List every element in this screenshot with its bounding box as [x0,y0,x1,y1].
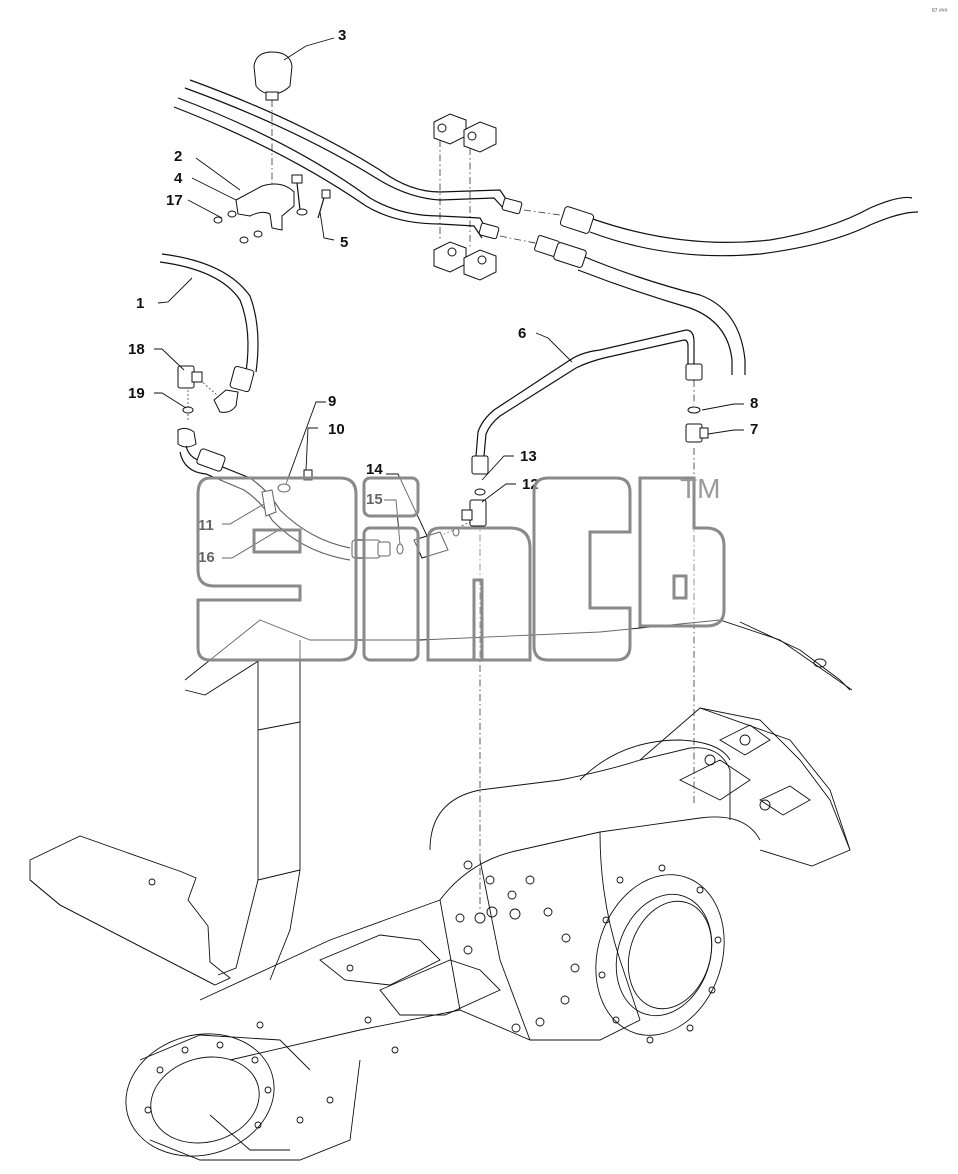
center-fittings [351,455,489,559]
watermark-logo: TM [196,473,726,662]
hose-end-fitting-a [559,206,595,234]
washer-9 [277,483,291,493]
right-flange-bolts [598,864,722,1044]
callout-19: 19 [128,385,145,402]
callout-18: 18 [128,341,145,358]
nut-13 [471,455,489,475]
accumulator [253,51,293,95]
rigid-pipe-6 [475,329,703,457]
corner-code: 87 ### [932,8,948,14]
housing-bolts [455,860,580,1033]
seal-8 [687,406,701,414]
hose-ferrule-16a [196,448,226,472]
callout-14: 14 [366,461,383,478]
left-hose-assembly [159,253,351,561]
upper-fitting-b [478,222,500,240]
upper-hose-bundle [173,79,919,375]
clip-assembly [261,469,313,517]
callout-7: 7 [750,421,758,438]
right-fittings [685,406,709,443]
hose-ferrule-1 [229,365,255,393]
bolt-10 [303,469,313,481]
callout-2: 2 [174,148,182,165]
callout-11: 11 [198,517,214,534]
callout-15: 15 [366,491,383,508]
bolt-b [321,189,331,199]
pipe-clamp-blocks [433,113,497,281]
clip-11 [261,489,277,517]
hose-end-fitting-b [553,242,587,268]
bracket-clamp [235,183,295,231]
callout-9: 9 [328,393,336,410]
axle-housing [29,619,853,1161]
watermark-tm: TM [680,473,720,504]
upper-fitting-a [501,197,523,215]
callout-16: 16 [198,549,215,566]
callout-5: 5 [340,234,348,251]
seal-19 [182,406,194,414]
bolt-a [291,174,303,184]
callout-4: 4 [174,170,183,187]
pipe-nut-6 [685,363,703,381]
callout-10: 10 [328,421,345,438]
callout-13: 13 [520,448,537,465]
callout-1: 1 [136,295,144,312]
callout-labels: 3 2 4 17 5 1 18 19 6 8 7 9 10 14 13 15 1… [128,27,758,566]
left-hub-bolts [144,1041,334,1129]
accumulator-assembly [213,51,331,244]
callout-3: 3 [338,27,346,44]
callout-8: 8 [750,395,758,412]
callout-17: 17 [166,192,183,209]
callout-6: 6 [518,325,526,342]
seal-13 [474,488,486,496]
